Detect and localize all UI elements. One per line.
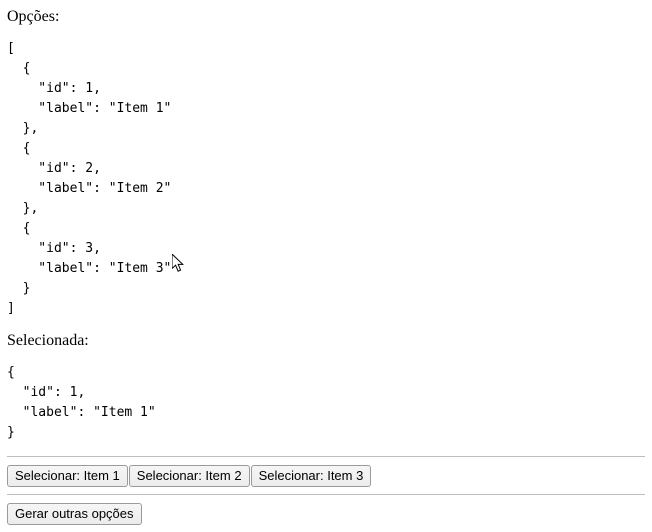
- select-item-3-button[interactable]: Selecionar: Item 3: [250, 465, 372, 487]
- select-item-1-button[interactable]: Selecionar: Item 1: [7, 465, 128, 487]
- select-item-2-button[interactable]: Selecionar: Item 2: [128, 465, 250, 487]
- regenerate-button-row: Gerar outras opções: [7, 495, 645, 532]
- options-json-output: [ { "id": 1, "label": "Item 1" }, { "id"…: [7, 41, 172, 316]
- selected-json-output: { "id": 1, "label": "Item 1" }: [7, 365, 156, 440]
- options-heading: Opções:: [7, 8, 60, 25]
- generate-other-options-button[interactable]: Gerar outras opções: [7, 503, 142, 525]
- selected-heading: Selecionada:: [7, 332, 89, 349]
- divider-above-select-buttons: [7, 456, 645, 457]
